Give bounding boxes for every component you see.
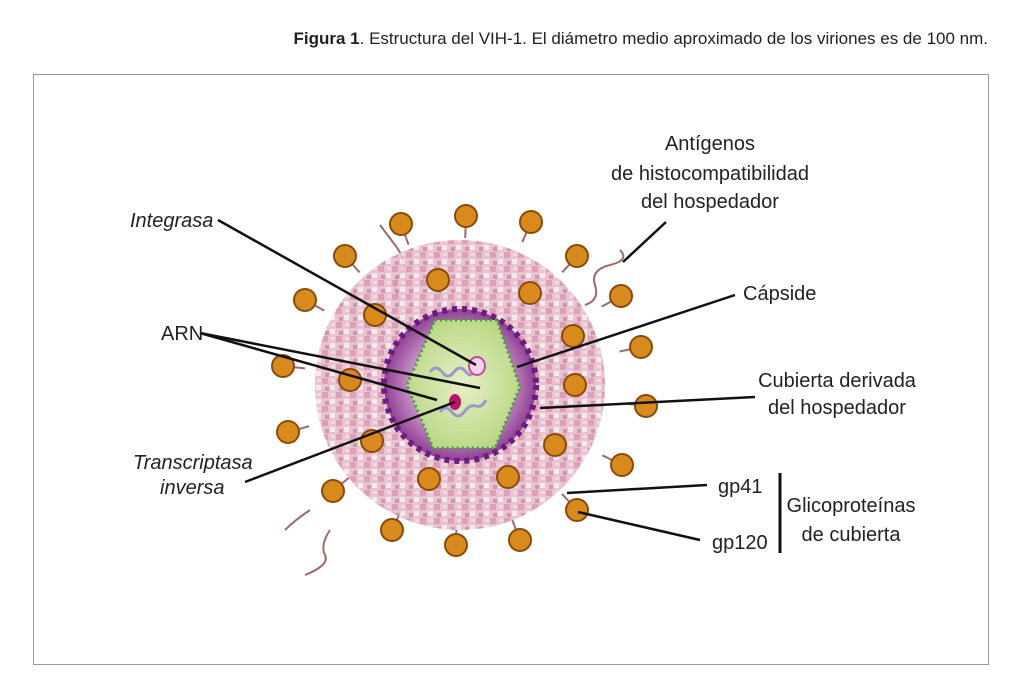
- integrase: [468, 356, 486, 376]
- leader-cubierta: [539, 395, 756, 410]
- gp120-knob: [508, 528, 532, 552]
- gp120-knob: [321, 479, 345, 503]
- figure-frame: [33, 74, 989, 665]
- gp120-knob: [565, 244, 589, 268]
- label-transcriptasa: Transcriptasa: [133, 452, 253, 474]
- leader-antigenos: [622, 221, 667, 263]
- gp120-knob: [543, 433, 567, 457]
- gp120-knob: [609, 284, 633, 308]
- leader-arn-1: [199, 331, 481, 390]
- leader-lines: [199, 218, 782, 553]
- glycoprotein-knobs: [271, 204, 658, 557]
- gp120-knob: [518, 281, 542, 305]
- gp120-knob: [276, 420, 300, 444]
- label-gp41: gp41: [718, 476, 763, 498]
- label-glicoproteinas: Glicoproteínas: [787, 495, 916, 517]
- host-antigen: [304, 529, 331, 576]
- leader-gp120: [577, 510, 701, 542]
- label-de-cubierta: de cubierta: [802, 524, 902, 546]
- label-del-hospedador: del hospedador: [641, 191, 779, 213]
- figure-caption: Figura 1. Estructura del VIH-1. El diáme…: [294, 29, 988, 49]
- caption-text: . Estructura del VIH-1. El diámetro medi…: [359, 29, 988, 48]
- envelope-membrane: [381, 306, 539, 464]
- gp120-knob: [417, 467, 441, 491]
- gp120-knob: [293, 288, 317, 312]
- leader-arn-2: [199, 331, 438, 402]
- label-antigenos: Antígenos: [665, 133, 755, 155]
- label-cubierta-derivada: Cubierta derivada: [758, 370, 917, 392]
- gp120-knob: [333, 244, 357, 268]
- leader-capside: [516, 293, 736, 369]
- gp120-knob: [634, 394, 658, 418]
- gp120-knob: [444, 533, 468, 557]
- label-integrasa: Integrasa: [130, 210, 213, 232]
- gp120-knob: [389, 212, 413, 236]
- gp120-knob: [426, 268, 450, 292]
- rna-strands: [428, 363, 488, 418]
- gp120-knob: [454, 204, 478, 228]
- gp120-knob: [271, 354, 295, 378]
- label-cubierta-hospedador: del hospedador: [768, 397, 906, 419]
- leader-transcriptasa: [244, 400, 456, 484]
- gp120-knob: [629, 335, 653, 359]
- host-antigen: [284, 509, 311, 531]
- gp120-knob: [610, 453, 634, 477]
- label-inversa: inversa: [160, 477, 224, 499]
- gp120-knob: [561, 324, 585, 348]
- gp120-knob: [565, 498, 589, 522]
- gp120-knob: [519, 210, 543, 234]
- label-histocompatibilidad: de histocompatibilidad: [611, 163, 809, 185]
- leader-integrasa: [217, 218, 477, 367]
- label-capside: Cápside: [743, 283, 816, 305]
- gp120-knob: [563, 373, 587, 397]
- host-antigen: [584, 249, 625, 306]
- gp120-knob: [496, 465, 520, 489]
- figure-number: Figura 1: [293, 29, 360, 48]
- leader-gp41: [566, 483, 708, 495]
- label-arn: ARN: [161, 323, 203, 345]
- label-gp120: gp120: [712, 532, 768, 554]
- gp120-knob: [380, 518, 404, 542]
